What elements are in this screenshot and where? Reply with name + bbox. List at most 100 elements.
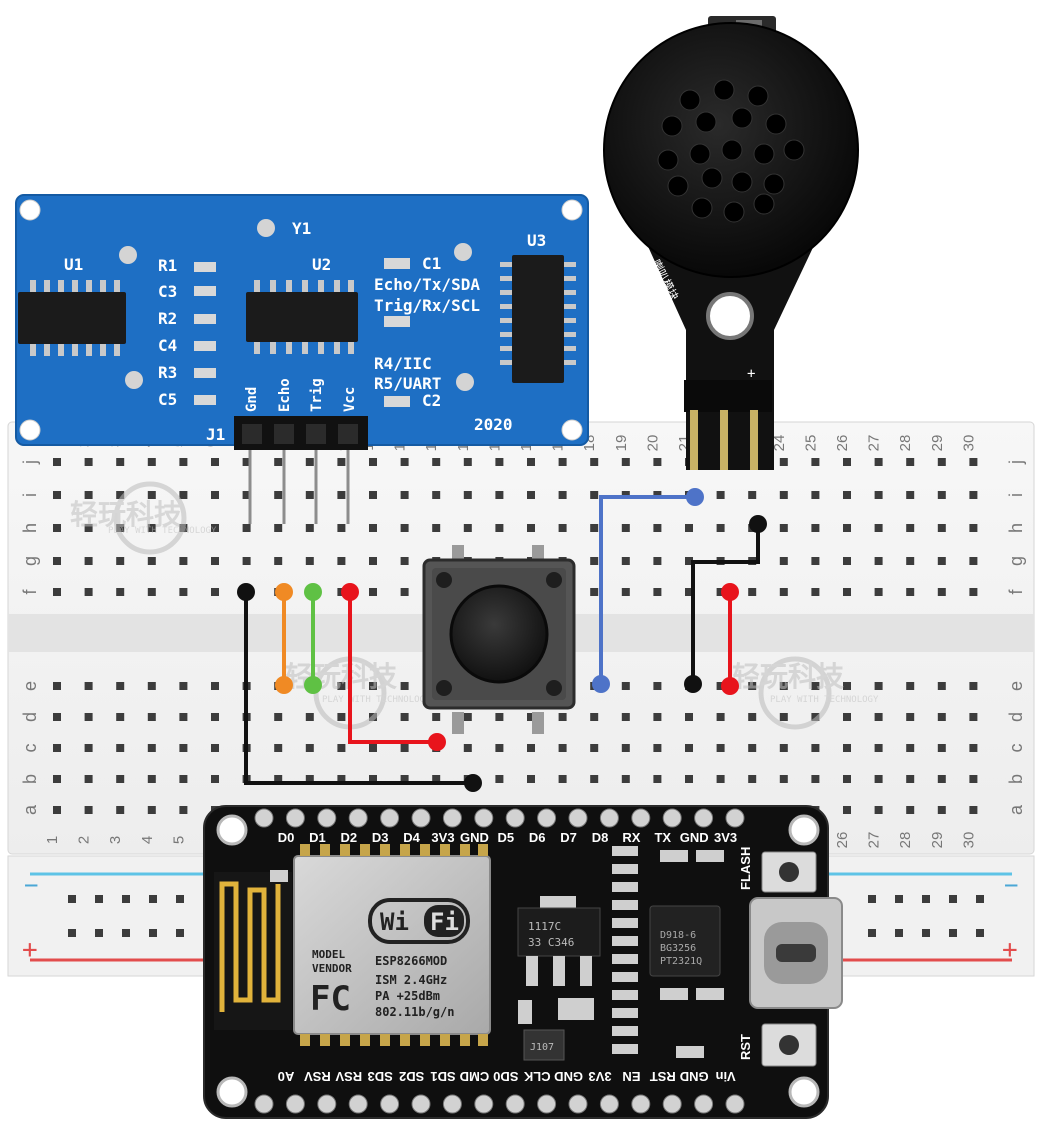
breadboard-hole — [242, 458, 251, 466]
smd-components — [194, 258, 410, 407]
breadboard-hole — [147, 713, 156, 721]
breadboard-hole — [147, 775, 156, 783]
reset-button[interactable]: RST — [738, 1023, 817, 1067]
breadboard-hole — [558, 458, 567, 466]
wire-end-green — [304, 583, 322, 601]
breadboard-hole — [685, 744, 693, 752]
esp-smd-parts — [270, 846, 724, 1058]
wifi-antenna — [214, 872, 292, 1030]
fc-logo: FC — [310, 979, 351, 1019]
esp-bottom-pin-pads — [254, 1094, 745, 1114]
label-c5: C5 — [158, 390, 177, 409]
breadboard-hole — [463, 713, 472, 721]
breadboard-hole — [116, 458, 125, 466]
breadboard-hole — [84, 588, 93, 596]
watermark-subtext: PLAY WITH TECHNOLOGY — [322, 695, 431, 705]
wire-end-blue — [592, 675, 610, 693]
shield-standard: 802.11b/g/n — [375, 1005, 454, 1019]
wire-end-red — [721, 583, 739, 601]
wire-endpoints — [237, 488, 767, 792]
esp-bottom-pin-label: 3V3 — [588, 1069, 611, 1084]
breadboard-hole — [369, 491, 377, 499]
breadboard-hole — [305, 775, 314, 783]
esp-pin-pad — [254, 808, 274, 828]
breadboard-hole — [147, 806, 156, 814]
mode-text-trig: Trig/Rx/SCL — [374, 296, 480, 315]
esp-pin-pad — [442, 808, 462, 828]
breadboard-hole — [116, 524, 125, 532]
breadboard-hole — [779, 458, 788, 466]
breadboard-hole — [621, 458, 630, 466]
column-number-bottom: 1 — [44, 836, 61, 844]
breadboard-hole — [274, 458, 283, 466]
rail-hole — [149, 895, 157, 903]
rail-plus-label-left: + — [22, 935, 38, 965]
breadboard-hole — [716, 775, 725, 783]
voltage-regulator: 1117C 33 C346 — [517, 896, 601, 986]
speaker-header — [684, 380, 772, 470]
breadboard-hole — [116, 682, 125, 690]
wires — [244, 495, 760, 785]
breadboard-hole — [874, 744, 883, 752]
breadboard-hole — [843, 524, 851, 532]
breadboard-hole — [369, 682, 377, 690]
breadboard-hole — [53, 491, 61, 499]
breadboard-hole — [621, 524, 630, 532]
breadboard-hole — [305, 557, 314, 565]
column-number-bottom: 4 — [139, 836, 156, 844]
shield-model: MODEL — [312, 948, 345, 961]
breadboard-hole — [811, 524, 820, 532]
button-cap[interactable] — [449, 584, 549, 684]
breadboard-hole — [748, 491, 757, 499]
breadboard-hole — [685, 775, 693, 783]
breadboard-hole — [242, 524, 251, 532]
column-number-top: 28 — [897, 435, 914, 452]
breadboard-hole — [84, 744, 93, 752]
esp-pin-pad — [254, 1094, 274, 1114]
watermark-text: 轻玩科技 — [732, 660, 844, 693]
breadboard-hole — [811, 588, 820, 596]
breadboard-hole — [906, 491, 915, 499]
usb-c-connector[interactable] — [749, 897, 843, 1009]
speaker-pcb — [636, 220, 826, 470]
breadboard-hole — [527, 713, 535, 721]
breadboard-hole — [779, 713, 788, 721]
breadboard-hole — [400, 775, 409, 783]
breadboard-hole — [53, 713, 61, 721]
breadboard-hole — [843, 744, 851, 752]
flash-button[interactable]: FLASH — [738, 847, 817, 893]
wire-end-blue — [686, 488, 704, 506]
breadboard-hole — [400, 744, 409, 752]
wire-end-green — [304, 676, 322, 694]
breadboard-hole — [621, 588, 630, 596]
breadboard-hole — [621, 557, 630, 565]
row-letter: h — [1006, 523, 1026, 533]
rail-hole — [68, 895, 76, 903]
breadboard-hole — [779, 491, 788, 499]
esp-bottom-pin-label: SD3 — [368, 1069, 393, 1084]
breadboard-hole — [874, 775, 883, 783]
rail-hole — [95, 895, 103, 903]
breadboard-hole — [653, 682, 662, 690]
header-j1 — [234, 416, 368, 524]
breadboard-hole — [369, 458, 377, 466]
regulator-text-2: 33 C346 — [528, 936, 574, 949]
esp-pin-pad — [285, 808, 305, 828]
tactile-push-button[interactable] — [422, 545, 576, 734]
breadboard-hole — [558, 524, 567, 532]
breadboard-hole — [653, 744, 662, 752]
breadboard-hole — [653, 588, 662, 596]
row-letter: c — [20, 744, 40, 753]
breadboard-hole — [116, 588, 125, 596]
breadboard-hole — [400, 458, 409, 466]
breadboard-hole — [53, 557, 61, 565]
esp-top-pin-label: D5 — [497, 830, 514, 845]
breadboard-hole — [211, 588, 219, 596]
breadboard-hole — [874, 491, 883, 499]
breadboard-hole — [84, 491, 93, 499]
breadboard-hole — [843, 713, 851, 721]
breadboard-hole — [779, 682, 788, 690]
row-letter: b — [1006, 774, 1026, 784]
breadboard-hole — [274, 557, 283, 565]
breadboard-hole — [558, 744, 567, 752]
